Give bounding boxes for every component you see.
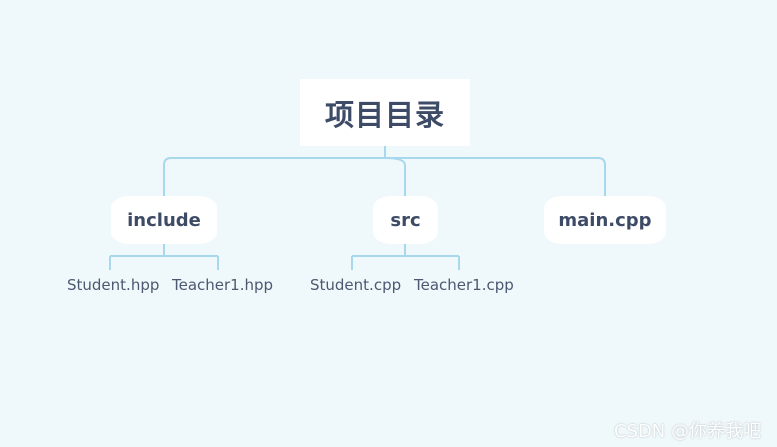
- connector-to-src: [384, 157, 406, 200]
- leaf-node-student-cpp: Student.cpp: [310, 276, 402, 294]
- leaf-node-teacher1-cpp: Teacher1.cpp: [414, 276, 514, 294]
- connector-to-include: [163, 157, 172, 200]
- branch-node-src: src: [373, 196, 438, 244]
- leaf-node-teacher1-hpp: Teacher1.hpp: [172, 276, 274, 294]
- branch-node-include: include: [111, 196, 217, 244]
- leaf-node-student-hpp: Student.hpp: [67, 276, 160, 294]
- branch-node-main: main.cpp: [544, 196, 666, 244]
- watermark: CSDN @你养我吧: [613, 421, 761, 442]
- root-node: 项目目录: [300, 79, 470, 146]
- connector-to-main: [597, 157, 606, 200]
